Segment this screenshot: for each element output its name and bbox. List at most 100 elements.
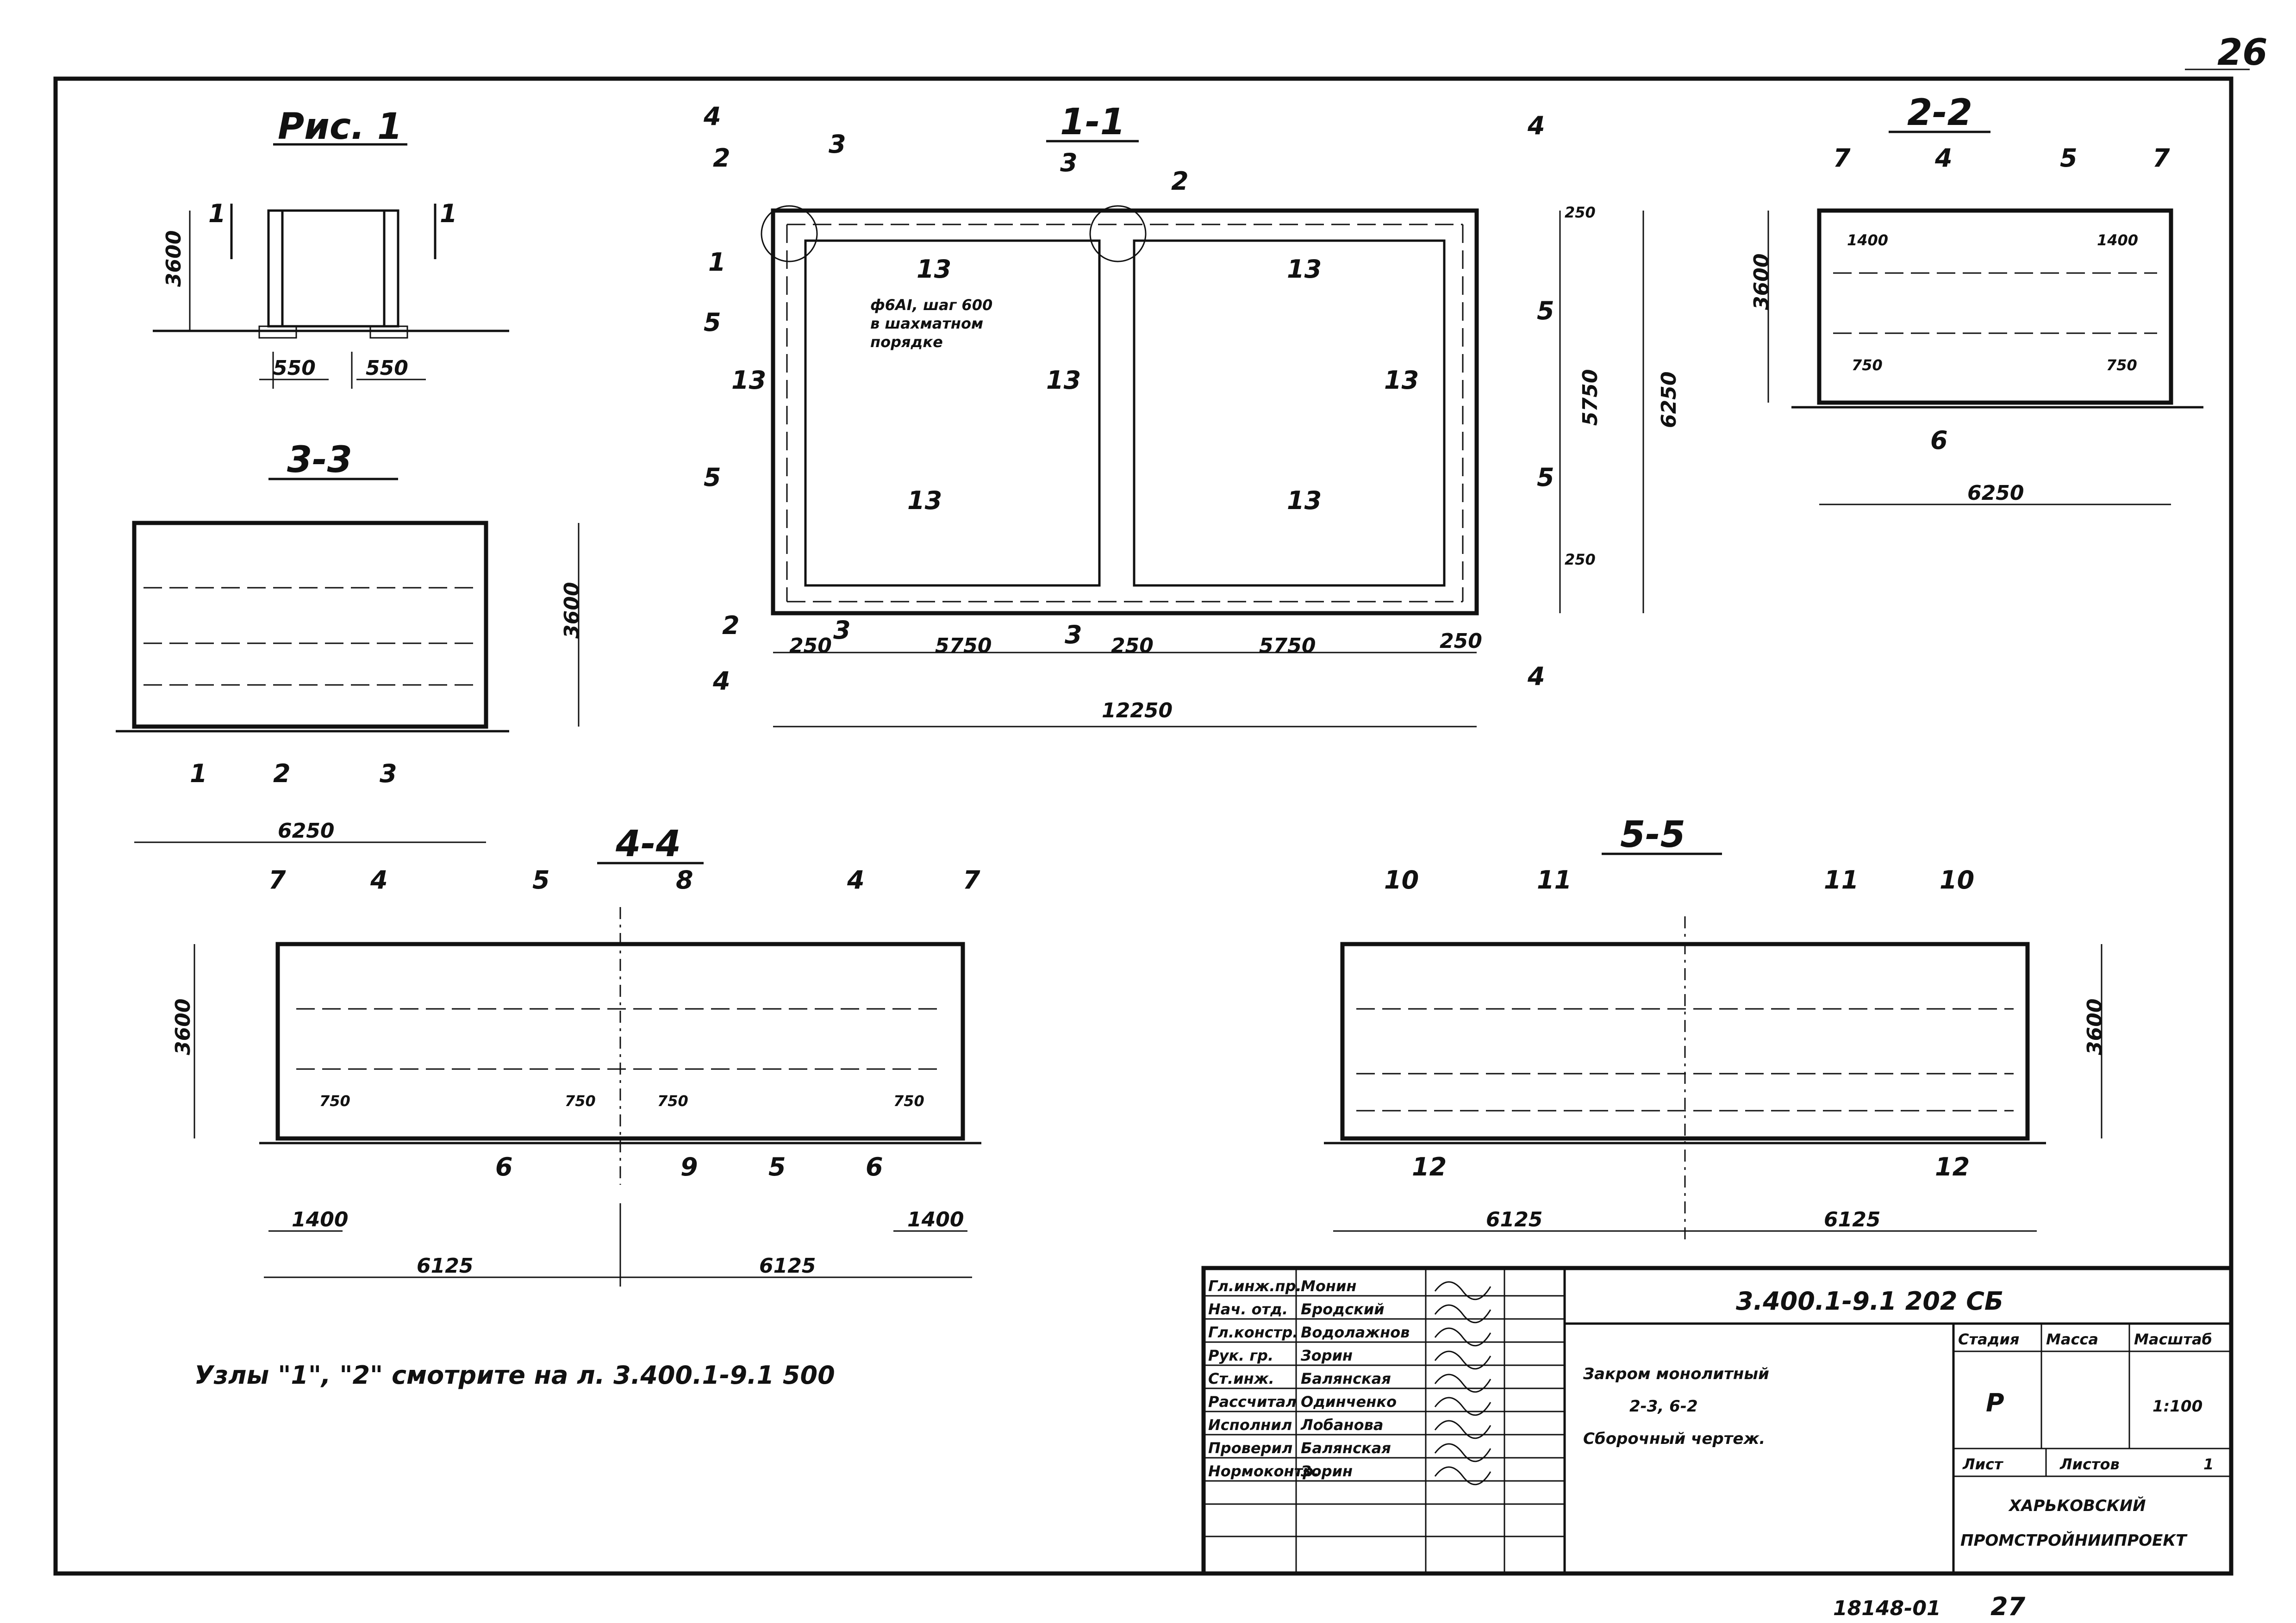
role: Гл.инж.пр. [1208,1277,1302,1295]
mark-6: 6 [1930,426,1948,455]
mark-9: 9 [680,1152,698,1181]
title-line-3: Сборочный чертеж. [1583,1430,1765,1448]
dim-750: 750 [565,1092,596,1110]
section-4-4: 4-4 7 4 5 8 4 7 6 9 5 6 750 750 750 750 … [171,823,981,1287]
stage-value: Р [1986,1388,2004,1418]
mark-4: 4 [847,865,865,895]
plan-dim-250: 250 [1565,551,1596,568]
title-block: 3.400.1-9.1 202 СБ Закром монолитный 2-3… [1201,1266,2234,1576]
mark-4: 4 [370,865,388,895]
cut-mark-4: 4 [703,102,721,131]
plan-outer-wall [771,208,1479,616]
section-5-5-height: 3600 [2083,999,2107,1055]
signature [1434,1397,1491,1416]
section-1-1-title: 1-1 [1060,101,1125,143]
section-3-3-title: 3-3 [287,439,352,481]
cut-mark-4: 4 [1527,111,1545,140]
cut-mark-2: 2 [713,143,730,173]
role: Рассчитал [1208,1393,1297,1411]
role: Гл.констр. [1208,1324,1298,1341]
plan-cell-left [804,239,1101,587]
mark-13: 13 [907,486,942,515]
dim-750: 750 [2106,356,2137,374]
person-name: Водолажнов [1301,1324,1410,1341]
figure-1-section-mark: 1 [208,199,226,228]
figure-1-dim: 550 [366,356,408,380]
mark-7: 7 [963,865,980,895]
figure-1-footing [369,325,408,339]
mark-7: 7 [1833,143,1851,173]
mark-6: 6 [495,1152,513,1181]
section-2-2-title: 2-2 [1907,92,1972,134]
plan-dim-12250: 12250 [1102,699,1173,722]
cut-mark-5: 5 [704,308,721,337]
signature [1434,1374,1491,1393]
dim-750: 750 [657,1092,688,1110]
dim-1400: 1400 [292,1208,348,1231]
mark-8: 8 [676,865,693,895]
figure-1-height: 3600 [162,230,186,287]
dim-6125: 6125 [1824,1208,1880,1231]
cut-mark-5: 5 [1537,463,1554,492]
mark-13: 13 [917,255,951,284]
plan-dim-6250: 6250 [1657,372,1681,428]
person-name: Бродский [1301,1300,1385,1318]
mark-6: 6 [866,1152,883,1181]
signature [1434,1327,1491,1347]
signature [1434,1350,1491,1370]
plan-dim-5750: 5750 [1259,634,1316,658]
signature [1434,1281,1491,1300]
dim-6125: 6125 [1486,1208,1542,1231]
figure-1-section-mark: 1 [440,199,457,228]
section-3-3-height: 3600 [560,582,584,639]
doc-code: 3.400.1-9.1 202 СБ [1736,1287,2003,1316]
scale-value: 1:100 [2152,1397,2202,1416]
rebar-callout: порядке [870,333,943,351]
archive-number: 18148-01 [1833,1597,1941,1620]
dim-750: 750 [893,1092,924,1110]
mark-5: 5 [768,1152,786,1181]
role: Ст.инж. [1208,1370,1274,1387]
dim-750: 750 [319,1092,350,1110]
archive-sheet: 27 [1990,1592,2026,1621]
person-name: Зорин [1300,1347,1353,1364]
plan-cell-right [1133,239,1446,587]
cut-mark-5: 5 [704,463,721,492]
mark-2: 2 [273,759,291,788]
cut-mark-4: 4 [712,666,730,696]
stage-label: Стадия [1958,1331,2019,1348]
plan-dim-5750: 5750 [935,634,992,658]
person-name: Балянская [1301,1439,1391,1457]
mark-13: 13 [1287,255,1322,284]
title-line-1: Закром монолитный [1583,1365,1769,1383]
mark-3: 3 [380,759,397,788]
plan-dim-250: 250 [1565,204,1596,221]
rebar-callout: ф6АI, шаг 600 [870,296,992,314]
mark-4: 4 [1934,143,1953,173]
section-3-3: 3-3 1 2 3 3600 6250 [116,439,584,843]
signature [1434,1420,1491,1439]
mark-13: 13 [731,366,766,395]
person-name: Одинченко [1301,1393,1397,1411]
node-1-circle [761,205,818,262]
plan-dim-250: 250 [1440,629,1482,653]
signature-table: Гл.инж.пр. Монин Нач. отд. Бродский Гл.к… [1204,1277,1565,1537]
mark-5: 5 [2060,143,2078,173]
node-1-label: 1 [708,248,726,277]
signature [1434,1466,1491,1486]
signature [1434,1304,1491,1324]
mark-7: 7 [268,865,286,895]
node-2-circle [1089,205,1147,262]
mark-10: 10 [1384,865,1419,895]
cut-mark-3: 3 [829,130,846,159]
dim-6125: 6125 [417,1254,473,1278]
dim-750: 750 [1852,356,1883,374]
section-1-1-plan: 1-1 1 2 13 13 13 13 13 13 13 ф6АI, шаг 6… [703,101,1681,728]
section-5-5: 5-5 10 11 11 10 12 12 3600 6125 6125 [1324,814,2107,1240]
section-3-3-body [132,521,488,729]
role: Проверил [1208,1439,1292,1457]
org-line-1: ХАРЬКОВСКИЙ [2008,1496,2146,1515]
mark-13: 13 [1287,486,1322,515]
role: Нач. отд. [1208,1300,1288,1318]
sheets-label: Листов [2059,1455,2120,1473]
